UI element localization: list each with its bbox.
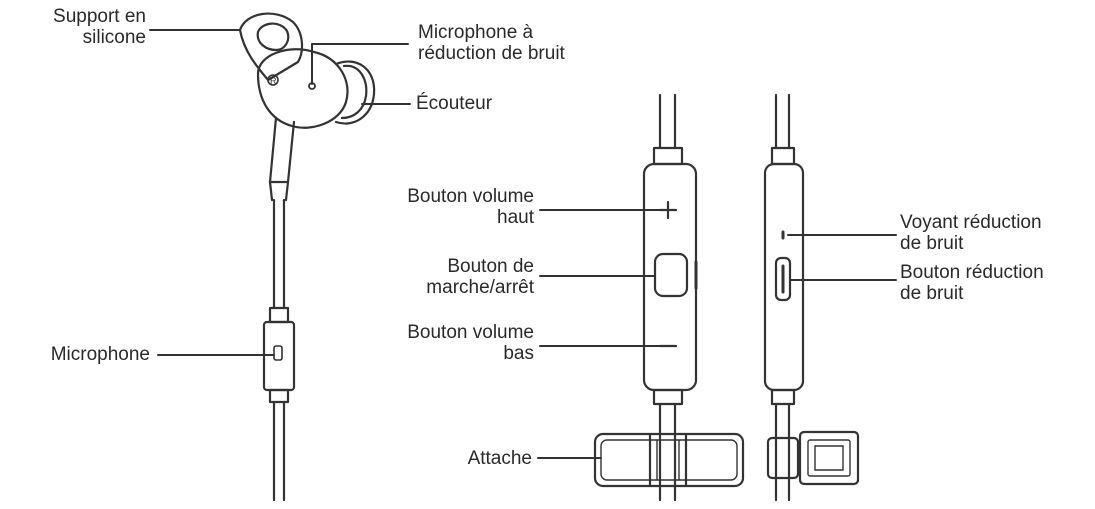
clip-side	[766, 430, 860, 486]
label-support-silicone: Support en silicone	[53, 6, 146, 48]
label-ecouteur: Écouteur	[416, 93, 493, 114]
svg-text:R: R	[270, 76, 277, 86]
label-marche-arret: Bouton de marche/arrêt	[426, 256, 534, 298]
leader-lines	[149, 29, 897, 459]
label-volume-haut: Bouton volume haut	[407, 186, 534, 228]
remote-side-view	[763, 93, 860, 502]
clip-front	[593, 432, 745, 488]
label-attache: Attache	[467, 448, 532, 469]
label-volume-bas: Bouton volume bas	[407, 322, 534, 364]
earphone-illustration: R	[238, 12, 376, 502]
stem	[268, 116, 296, 184]
label-microphone: Microphone	[50, 344, 150, 365]
earbud-housing	[256, 48, 349, 129]
ear-tip	[334, 60, 376, 125]
label-micro-reduction: Microphone à réduction de bruit	[418, 22, 565, 64]
power-button	[653, 252, 689, 298]
remote-front-view	[593, 93, 745, 502]
label-bouton-reduction: Bouton réduction de bruit	[900, 262, 1044, 304]
label-voyant-reduction: Voyant réduction de bruit	[900, 212, 1042, 254]
silicone-wing	[238, 12, 304, 82]
